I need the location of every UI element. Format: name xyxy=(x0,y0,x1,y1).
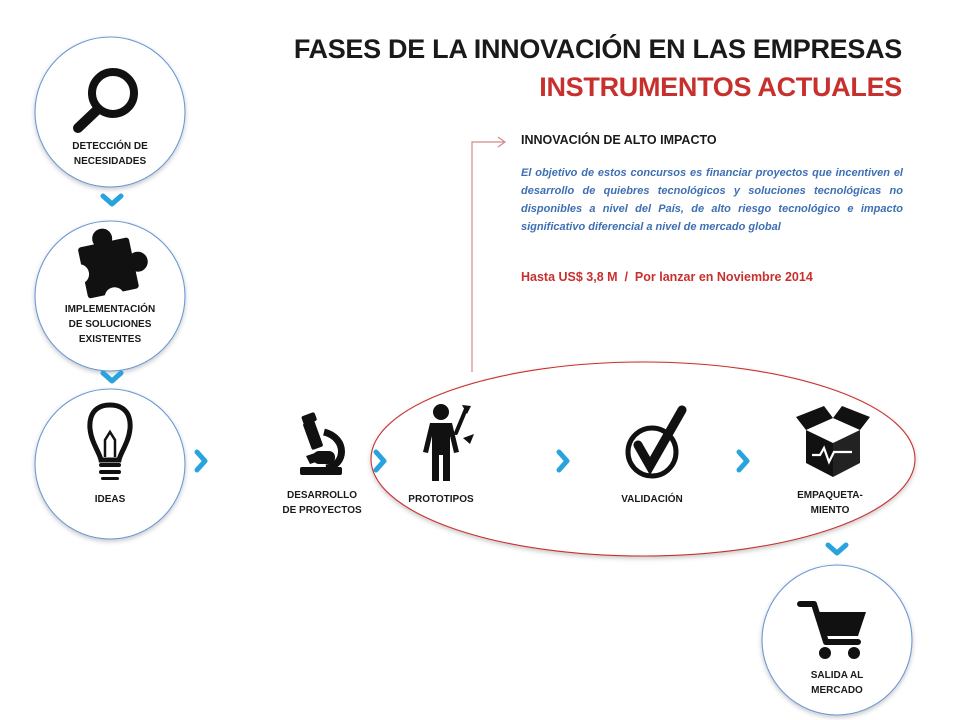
phase-label-market: SALIDA AL MERCADO xyxy=(810,670,864,696)
chevron-down-icon xyxy=(825,542,849,556)
phase-label-packaging: EMPAQUETA- MIENTO xyxy=(797,490,863,516)
phase-label-validation: VALIDACIÓN xyxy=(621,494,683,505)
chevron-down-icon xyxy=(100,193,124,207)
puzzle-icon xyxy=(69,228,148,308)
chevron-right-icon xyxy=(373,449,387,473)
worker-with-wrench-icon xyxy=(423,404,474,481)
chevron-right-icon xyxy=(736,449,750,473)
open-box-icon xyxy=(796,406,870,477)
chevron-down-icon xyxy=(100,370,124,384)
checkmark-icon xyxy=(625,405,687,479)
phase-label-development: DESARROLLO DE PROYECTOS xyxy=(282,490,362,516)
phase-label-implementation: IMPLEMENTACIÓN DE SOLUCIONES EXISTENTES xyxy=(64,304,156,345)
lightbulb-icon xyxy=(87,402,133,480)
phase-label-detection: DETECCIÓN DE NECESIDADES xyxy=(72,141,148,167)
magnifier-icon xyxy=(73,68,138,133)
connector-arrowhead xyxy=(497,136,507,148)
shopping-cart-icon xyxy=(797,601,866,659)
page-subtitle: INSTRUMENTOS ACTUALES xyxy=(539,72,902,102)
chevron-right-icon xyxy=(194,449,208,473)
phase-label-ideas: IDEAS xyxy=(94,494,126,505)
chevron-right-icon xyxy=(556,449,570,473)
phase-label-prototypes: PROTOTIPOS xyxy=(408,494,474,505)
connector-line xyxy=(471,141,504,372)
microscope-icon xyxy=(300,412,345,475)
info-description: El objetivo de estos concursos es financ… xyxy=(521,167,903,233)
page-title: FASES DE LA INNOVACIÓN EN LAS EMPRESAS xyxy=(293,34,902,64)
info-highlight: Hasta US$ 3,8 M / Por lanzar en Noviembr… xyxy=(521,270,813,284)
info-heading: INNOVACIÓN DE ALTO IMPACTO xyxy=(521,133,717,147)
